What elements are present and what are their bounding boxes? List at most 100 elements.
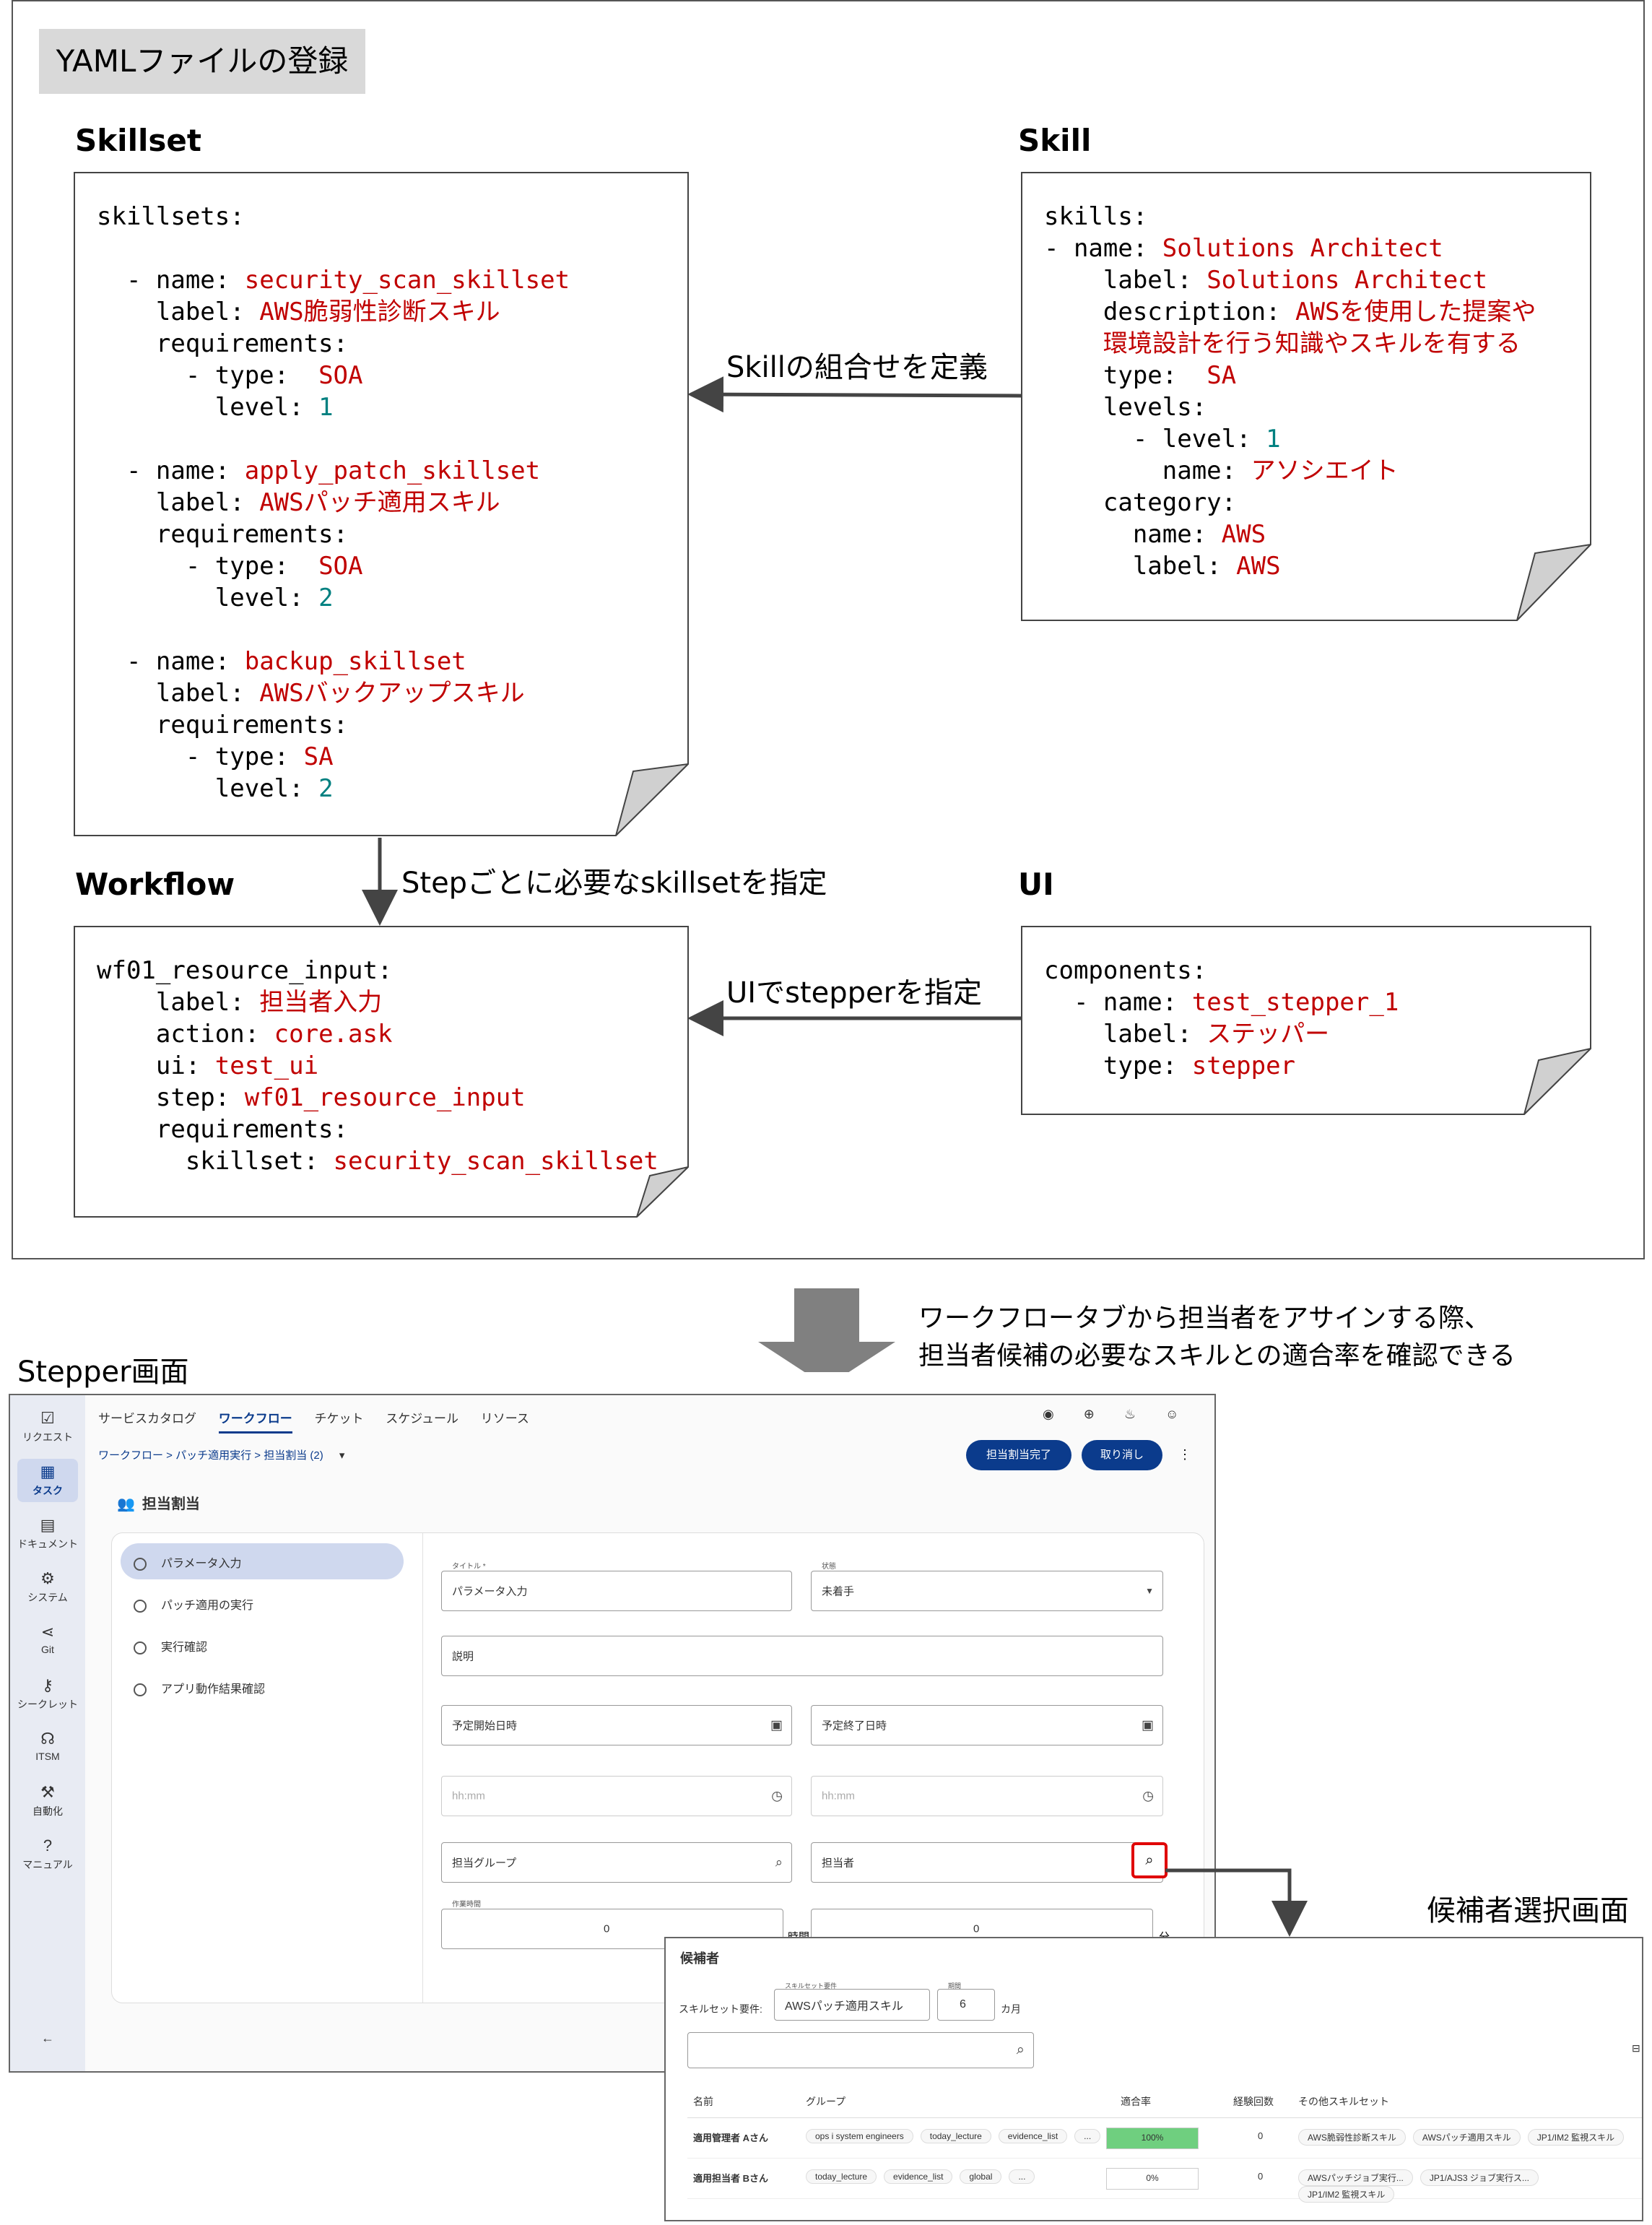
status-select[interactable]: 状態 未着手 ▼ — [811, 1563, 1163, 1611]
step-item[interactable]: アプリ動作結果確認 — [134, 1679, 265, 1696]
candidate-window: 候補者 スキルセット要件: スキルセット要件 AWSパッチ適用スキル 期間 6 … — [664, 1937, 1643, 2221]
table-header: 名前 グループ 適合率 経験回数 その他スキルセット — [687, 2086, 1642, 2118]
stepper-caption: Stepper画面 — [17, 1356, 189, 1389]
step-item[interactable]: パッチ適用の実行 — [134, 1595, 253, 1613]
gear-icon: ⚙ — [40, 1569, 55, 1587]
top-tabs: サービスカタログ ワークフロー チケット スケジュール リソース — [98, 1408, 548, 1434]
header-icons: ◉ ⊕ ♨ ☺ — [1043, 1407, 1178, 1422]
group-field[interactable]: 担当グループ ⌕ — [441, 1842, 792, 1883]
ui-note: components: - name: test_stepper_1 label… — [1021, 926, 1591, 1115]
active-step-highlight — [121, 1543, 404, 1579]
help-icon: ? — [43, 1836, 53, 1855]
assignee-search-button[interactable]: ⌕ — [1131, 1842, 1168, 1878]
calendar-icon: ▦ — [40, 1462, 56, 1480]
title-field[interactable]: タイトル * パラメータ入力 — [441, 1563, 792, 1611]
calendar-icon[interactable]: ▣ — [770, 1717, 783, 1732]
sidebar-item-system[interactable]: ⚙ システム — [10, 1570, 85, 1605]
yaml-frame — [12, 0, 1645, 1259]
group-icon: 👥 — [117, 1496, 135, 1512]
sidebar-item-manual[interactable]: ? マニュアル — [10, 1837, 85, 1872]
arrow-label-step-skillset: Stepごとに必要なskillsetを指定 — [401, 867, 827, 900]
globe-icon[interactable]: ⊕ — [1083, 1407, 1095, 1421]
assignee-field[interactable]: 担当者 — [811, 1842, 1163, 1883]
search-icon[interactable]: ⌕ — [1016, 2042, 1025, 2058]
end-date-field[interactable]: 予定終了日時 ▣ — [811, 1705, 1163, 1745]
match-rate-bar: 100% — [1106, 2128, 1199, 2149]
bell-icon[interactable]: ♨ — [1123, 1407, 1136, 1421]
tab-service-catalog[interactable]: サービスカタログ — [98, 1412, 196, 1426]
end-time-field[interactable]: hh:mm ◷ — [811, 1776, 1163, 1816]
period-unit: カ月 — [1001, 2003, 1021, 2015]
clock-icon[interactable]: ◷ — [1142, 1788, 1154, 1803]
workflow-code: wf01_resource_input: label: 担当者入力 action… — [97, 956, 658, 1176]
candidate-caption: 候補者選択画面 — [1427, 1894, 1629, 1927]
start-date-field[interactable]: 予定開始日時 ▣ — [441, 1705, 792, 1745]
stepper-window: ☑ リクエスト ▦ タスク ▤ ドキュメント ⚙ システム ⋖ Git ⚷ シー… — [9, 1394, 1216, 2073]
sidebar-item-request[interactable]: ☑ リクエスト — [10, 1410, 85, 1444]
filter-icon[interactable]: ⊟ — [1632, 2042, 1640, 2054]
tab-schedule[interactable]: スケジュール — [386, 1412, 459, 1426]
match-rate-bar: 0% — [1106, 2168, 1199, 2190]
tab-workflow[interactable]: ワークフロー — [218, 1412, 292, 1434]
robot-arm-icon: ⚒ — [40, 1783, 55, 1801]
book-icon: ▤ — [40, 1516, 56, 1534]
chevron-down-icon[interactable]: ▾ — [339, 1449, 345, 1462]
sidebar-item-automation[interactable]: ⚒ 自動化 — [10, 1784, 85, 1818]
candidate-search-input[interactable]: ⌕ — [687, 2032, 1034, 2068]
skillset-heading: Skillset — [75, 123, 201, 158]
workflow-heading: Workflow — [75, 867, 235, 902]
account-icon[interactable]: ☺ — [1165, 1407, 1179, 1421]
start-time-field[interactable]: hh:mm ◷ — [441, 1776, 792, 1816]
sidebar: ☑ リクエスト ▦ タスク ▤ ドキュメント ⚙ システム ⋖ Git ⚷ シー… — [10, 1395, 85, 2071]
key-icon: ⚷ — [41, 1676, 54, 1694]
sidebar-item-document[interactable]: ▤ ドキュメント — [10, 1517, 85, 1551]
requirement-field[interactable]: スキルセット要件 AWSパッチ適用スキル — [774, 1982, 930, 2021]
skill-code: skills: - name: Solutions Architect labe… — [1044, 202, 1536, 581]
checkbox-icon: ☑ — [40, 1409, 55, 1427]
skillset-note: skillsets: - name: security_scan_skillse… — [74, 172, 689, 836]
stepper-panel: パラメータ入力 パッチ適用の実行 実行確認 アプリ動作結果確認 タイトル * パ… — [111, 1532, 1204, 2003]
connector-arrows — [362, 376, 1022, 1372]
arrow-label-ui-stepper: UIでstepperを指定 — [726, 976, 983, 1010]
step-item[interactable]: パラメータ入力 — [134, 1553, 242, 1571]
section-heading: 👥担当割当 — [117, 1496, 200, 1512]
clock-icon[interactable]: ◷ — [771, 1788, 783, 1803]
sidebar-item-itsm[interactable]: ☊ ITSM — [10, 1730, 85, 1763]
sidebar-item-git[interactable]: ⋖ Git — [10, 1623, 85, 1656]
collapse-sidebar-button[interactable]: ← — [41, 2031, 54, 2045]
complete-assignment-button[interactable]: 担当割当完了 — [966, 1440, 1071, 1470]
chevron-down-icon: ▼ — [1145, 1586, 1154, 1596]
candidate-title: 候補者 — [680, 1951, 719, 1966]
description-line-2: 担当者候補の必要なスキルとの適合率を確認できる — [918, 1341, 1516, 1371]
workflow-note: wf01_resource_input: label: 担当者入力 action… — [74, 926, 689, 1218]
sidebar-item-task[interactable]: ▦ タスク — [17, 1459, 78, 1502]
palette-icon[interactable]: ◉ — [1043, 1407, 1054, 1421]
step-item[interactable]: 実行確認 — [134, 1637, 207, 1654]
ui-code: components: - name: test_stepper_1 label… — [1044, 956, 1399, 1080]
page-title: YAMLファイルの登録 — [39, 29, 365, 94]
more-menu-icon[interactable]: ⋮ — [1178, 1447, 1191, 1462]
search-icon: ⌕ — [1145, 1852, 1154, 1868]
search-icon[interactable]: ⌕ — [775, 1855, 783, 1870]
skill-note: skills: - name: Solutions Architect labe… — [1021, 172, 1591, 621]
sidebar-item-secret[interactable]: ⚷ シークレット — [10, 1677, 85, 1712]
breadcrumb: ワークフロー > パッチ適用実行 > 担当割当 (2) ▾ — [98, 1449, 345, 1462]
tab-resource[interactable]: リソース — [480, 1412, 529, 1426]
requirement-label: スキルセット要件: — [679, 2003, 762, 2015]
headset-icon: ☊ — [40, 1730, 55, 1748]
period-field[interactable]: 期間 6 — [937, 1982, 995, 2021]
skill-heading: Skill — [1018, 123, 1092, 158]
cancel-button[interactable]: 取り消し — [1082, 1440, 1162, 1470]
calendar-icon[interactable]: ▣ — [1141, 1717, 1154, 1732]
panel-divider — [422, 1533, 423, 2003]
share-icon: ⋖ — [40, 1623, 55, 1641]
description-line-1: ワークフロータブから担当者をアサインする際、 — [918, 1304, 1491, 1333]
arrow-label-skill-combination: Skillの組合せを定義 — [726, 351, 988, 384]
ui-heading: UI — [1018, 867, 1054, 902]
description-field[interactable]: 説明 — [441, 1636, 1163, 1676]
skillset-code: skillsets: - name: security_scan_skillse… — [97, 202, 570, 803]
tab-ticket[interactable]: チケット — [314, 1412, 364, 1426]
